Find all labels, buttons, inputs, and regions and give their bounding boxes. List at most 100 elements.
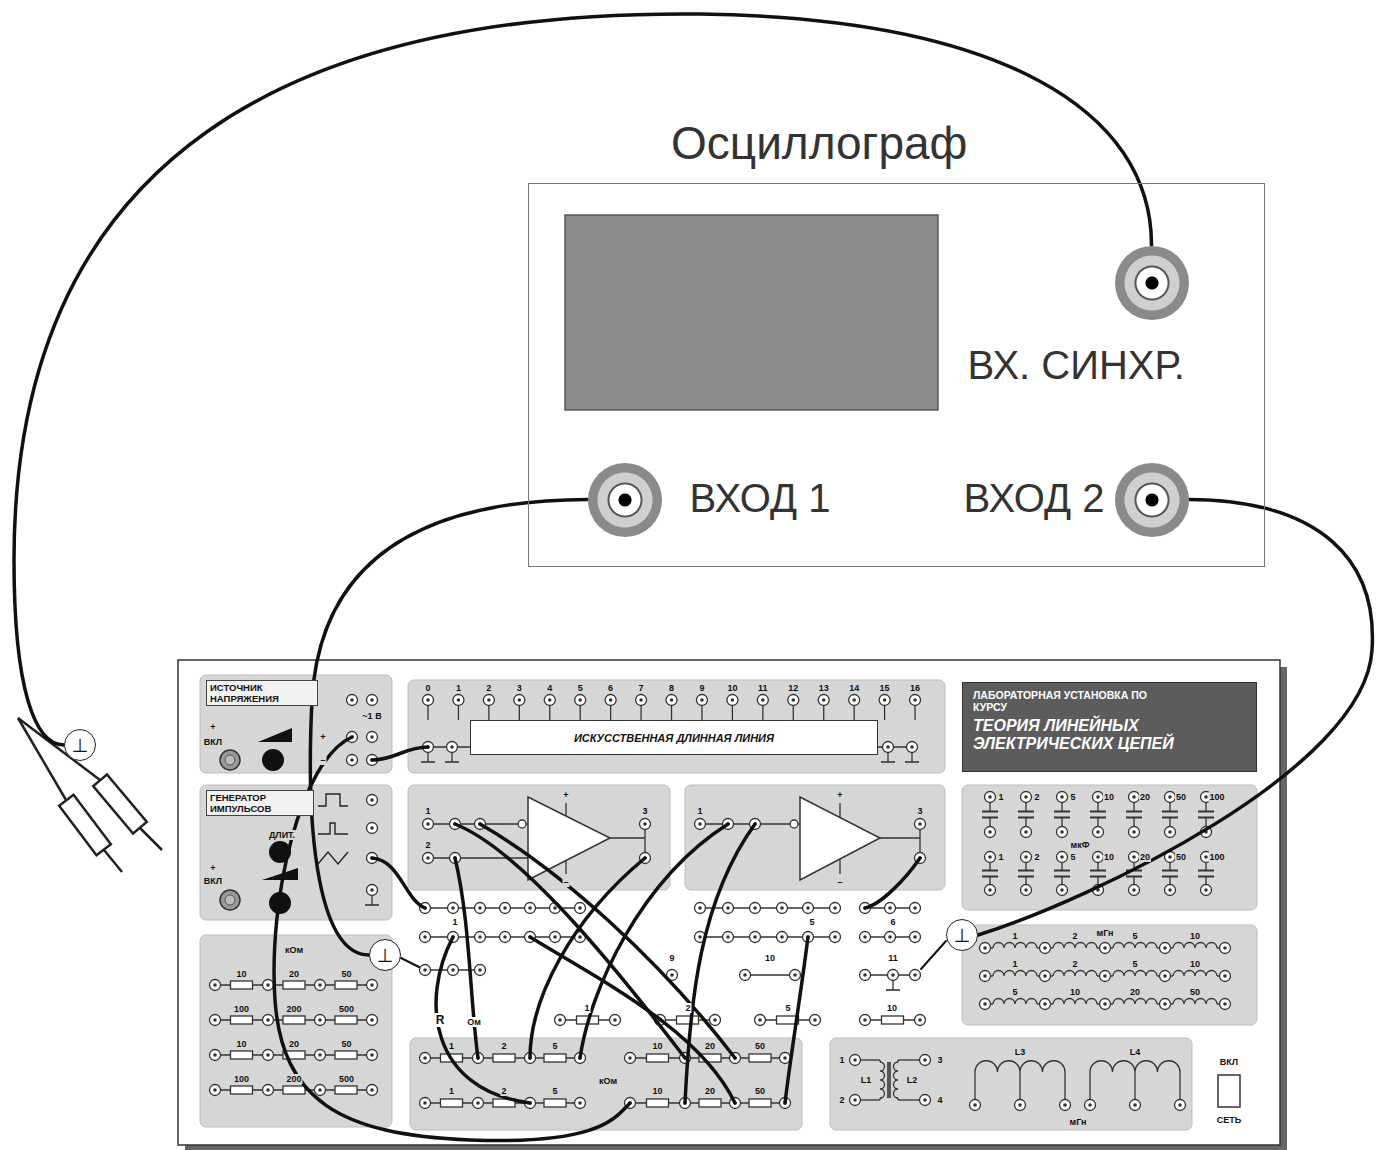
terminals [888,970,899,981]
terminals [750,932,761,943]
panel-marking: 3 [936,1055,943,1065]
terminals [1103,974,1107,978]
terminals [670,973,674,977]
module-panels [200,935,392,1127]
panel-marking: 20 [1129,987,1141,997]
panel-marking: ВКЛ [1219,1057,1239,1067]
terminals [420,1053,431,1064]
terminals [1163,1002,1167,1006]
terminals [420,932,431,943]
terminals [745,974,795,975]
terminals [1021,885,1032,896]
panel-marking: 5 [808,917,815,927]
terminals [370,698,374,702]
terminals [558,1018,562,1022]
terminals [853,1098,857,1102]
terminals [475,903,486,914]
terminals [544,695,555,706]
terminals [445,761,459,763]
panel-marking: – [319,755,326,765]
terminals [982,817,998,819]
terminals [528,906,532,910]
terminals [889,1062,891,1098]
terminals [1133,1103,1137,1107]
panel-marking: + [209,863,216,873]
terminals [880,1062,885,1098]
panel-marking: СЕТЬ [1216,1115,1242,1125]
terminals [525,903,536,914]
panel-marking: 50 [340,969,352,979]
terminals [548,698,552,702]
terminals [367,885,378,896]
terminals [451,752,452,762]
panel-marking: 5 [784,1003,791,1013]
panel-marking: 50 [754,1086,766,1096]
terminals [1129,885,1140,896]
terminals [1090,817,1106,819]
terminals [1162,817,1178,819]
panel-marking: 5 [551,1041,558,1051]
terminals [1053,999,1097,1005]
terminals [478,906,482,910]
panel-marking: 5 [1011,987,1018,997]
terminals [370,983,374,987]
terminals [1132,855,1136,859]
panel-marking: 1 [451,917,458,927]
terminals [982,870,998,872]
terminals [231,981,253,989]
terminals [700,936,835,937]
panel-marking: 2 [485,683,492,693]
panel-marking: ВКЛ [203,876,223,886]
terminals [910,745,914,749]
terminals [988,830,992,834]
terminals [210,1015,221,1026]
terminals [213,1018,217,1022]
terminals [639,698,643,702]
terminals [1043,974,1047,978]
probe [18,718,100,780]
panel-marking: 5 [551,1086,558,1096]
terminals [318,983,322,987]
probe [104,850,122,872]
terminals [818,695,829,706]
terminals [860,932,871,943]
terminals [347,755,358,766]
terminals [833,935,837,939]
terminals [555,1015,566,1026]
terminals [1100,971,1111,982]
ground-tag: ⊥ [64,729,96,761]
panel-marking: + [562,790,569,800]
patch-cords [372,747,428,760]
terminals [451,906,455,910]
terminals [973,1103,977,1107]
panel-marking: L4 [1129,1047,1142,1057]
delay-line-box: ИСКУССТВЕННАЯ ДЛИННАЯ ЛИНИЯ [470,720,878,755]
terminals [833,906,837,910]
terminals [318,1088,322,1092]
terminals [1088,1103,1092,1107]
terminals [985,827,996,838]
terminals [1018,870,1034,872]
terminals [423,853,434,864]
terminals [367,980,378,991]
patch-cords [865,858,920,908]
panel-marking: 1 [1011,931,1018,941]
panel-marking: 1 [424,806,431,816]
terminals [213,1053,217,1057]
terminals [677,1016,699,1024]
terminals [839,859,840,874]
terminals [448,965,459,976]
terminals [1060,1100,1071,1111]
terminals [1204,855,1208,859]
terminals [913,698,917,702]
terminals [1220,999,1231,1010]
terminals [350,758,354,762]
terminals [503,935,507,939]
terminals [726,906,730,910]
panel-marking: мГн [1096,928,1115,938]
terminals [335,1051,357,1059]
terminals [793,973,797,977]
terminals [743,973,747,977]
terminals [982,811,998,813]
